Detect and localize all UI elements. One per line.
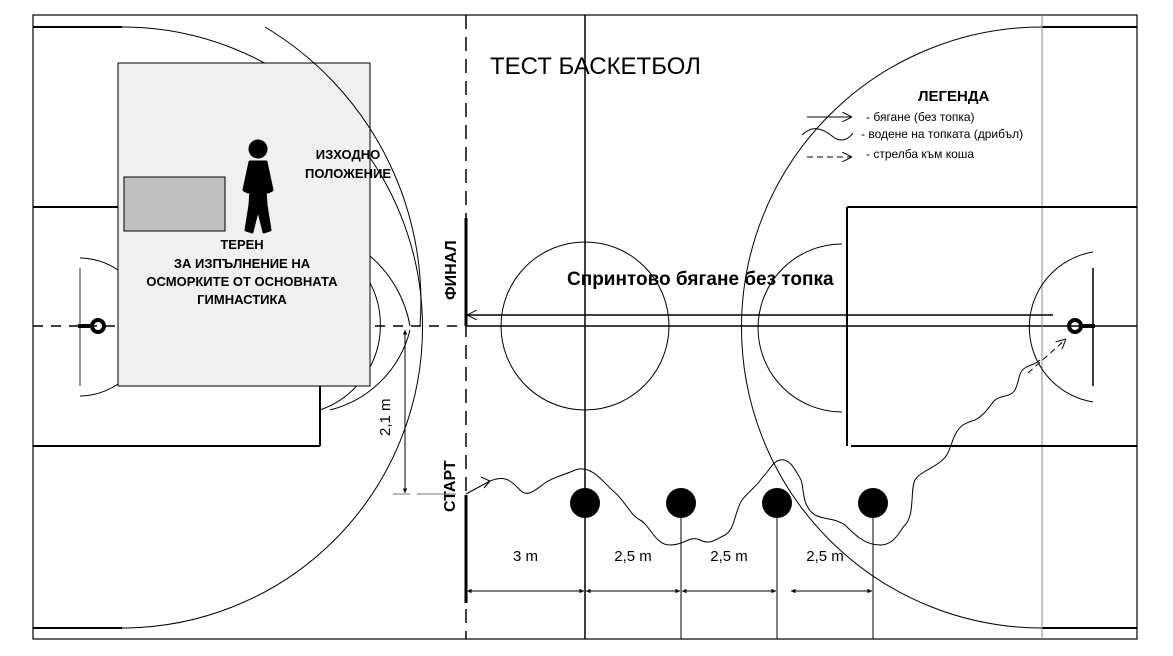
svg-text:ГИМНАСТИКА: ГИМНАСТИКА [197,292,287,307]
svg-text:ТЕРЕН: ТЕРЕН [220,237,263,252]
legend-wavy-icon [801,128,854,141]
basket-left-icon [78,318,106,334]
legend: ЛЕГЕНДА - бягане (без топка) - водене на… [801,88,1023,161]
gym-area-label: ТЕРЕН ЗА ИЗПЪЛНЕНИЕ НА ОСМОРКИТЕ ОТ ОСНО… [146,237,338,307]
shot-arrow [1027,339,1066,374]
start-position-label: ИЗХОДНО ПОЛОЖЕНИЕ [305,147,391,181]
distance-label: 2,5 m [614,548,652,565]
distance-label: 2,5 m [710,548,748,565]
gym-mat [123,176,226,232]
legend-item: - бягане (без топка) [866,110,975,124]
svg-text:ЗА ИЗПЪЛНЕНИЕ НА: ЗА ИЗПЪЛНЕНИЕ НА [174,256,311,271]
distance-label: 2,5 m [806,548,844,565]
legend-item: - стрелба към коша [866,147,974,161]
svg-text:ОСМОРКИТЕ ОТ ОСНОВНАТА: ОСМОРКИТЕ ОТ ОСНОВНАТА [146,274,338,289]
title: ТЕСТ БАСКЕТБОЛ [490,53,701,80]
finish-label: ФИНАЛ [443,240,460,300]
svg-text:2,1 m: 2,1 m [377,398,394,436]
basket-right-icon [1067,318,1095,334]
right-half-court [741,15,1137,639]
distance-label: 3 m [513,548,538,565]
three-point-arc-right [741,26,1043,629]
svg-text:ПОЛОЖЕНИЕ: ПОЛОЖЕНИЕ [305,166,391,181]
legend-heading: ЛЕГЕНДА [918,88,990,105]
start-offset-dimension: 2,1 m [377,330,456,495]
legend-item: - водене на топката (дрибъл) [861,127,1023,141]
svg-text:ИЗХОДНО: ИЗХОДНО [316,147,381,162]
dribble-path [465,359,1041,546]
person-icon [242,139,274,234]
sprint-label: Спринтово бягане без топка [567,269,834,290]
start-label: СТАРТ [442,460,459,512]
